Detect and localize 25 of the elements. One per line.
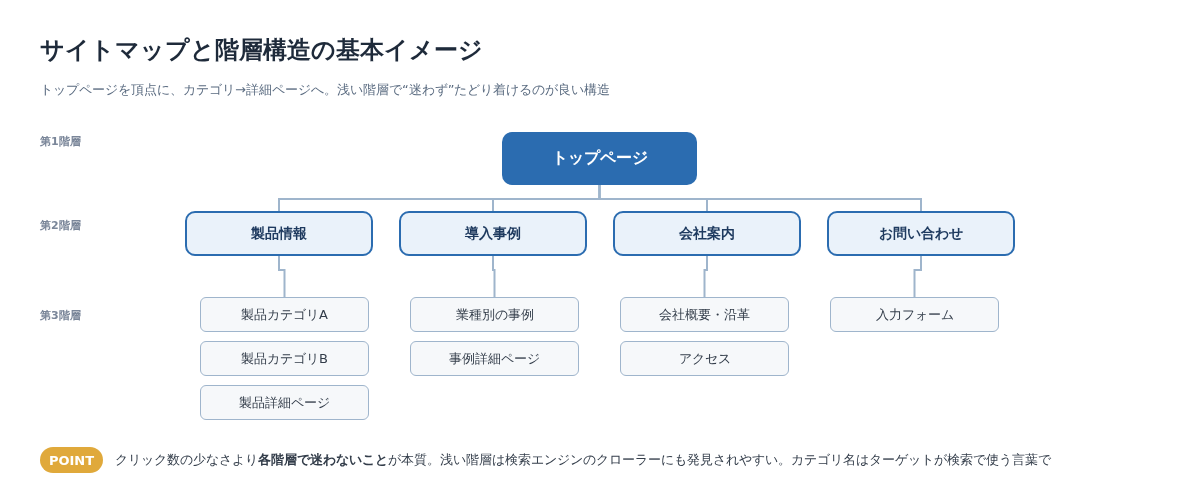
page-box: 製品カテゴリA [200,297,369,332]
level-label: 第2階層 [40,218,81,233]
page-box: アクセス [620,341,789,376]
level-label: 第3階層 [40,308,81,323]
page-box: 事例詳細ページ [410,341,579,376]
page-box: 製品詳細ページ [200,385,369,420]
level-label: 第1階層 [40,134,81,149]
point-badge: POINT [40,447,103,473]
connector-line [492,255,496,298]
connector-line [703,255,708,298]
category-box: 導入事例 [399,211,587,256]
connector-line [913,255,922,298]
category-box: お問い合わせ [827,211,1015,256]
title: サイトマップと階層構造の基本イメージ [40,35,483,66]
page-box: 業種別の事例 [410,297,579,332]
page-box: 会社概要・沿革 [620,297,789,332]
note-text: クリック数の少なさより各階層で迷わないことが本質。浅い階層は検索エンジンのクローラーにも発見されやすい。カテゴリ名はターゲットが検索で使う言葉で [115,451,1051,469]
connector-line [598,184,922,212]
category-box: 製品情報 [185,211,373,256]
category-box: 会社案内 [613,211,801,256]
subtitle: トップページを頂点に、カテゴリ→詳細ページへ。浅い階層で“迷わず”たどり着けるのが良い構造 [40,81,611,99]
page-box: 製品カテゴリB [200,341,369,376]
page-box: 入力フォーム [830,297,999,332]
top-page-box: トップページ [502,132,697,185]
connector-line [278,255,286,298]
